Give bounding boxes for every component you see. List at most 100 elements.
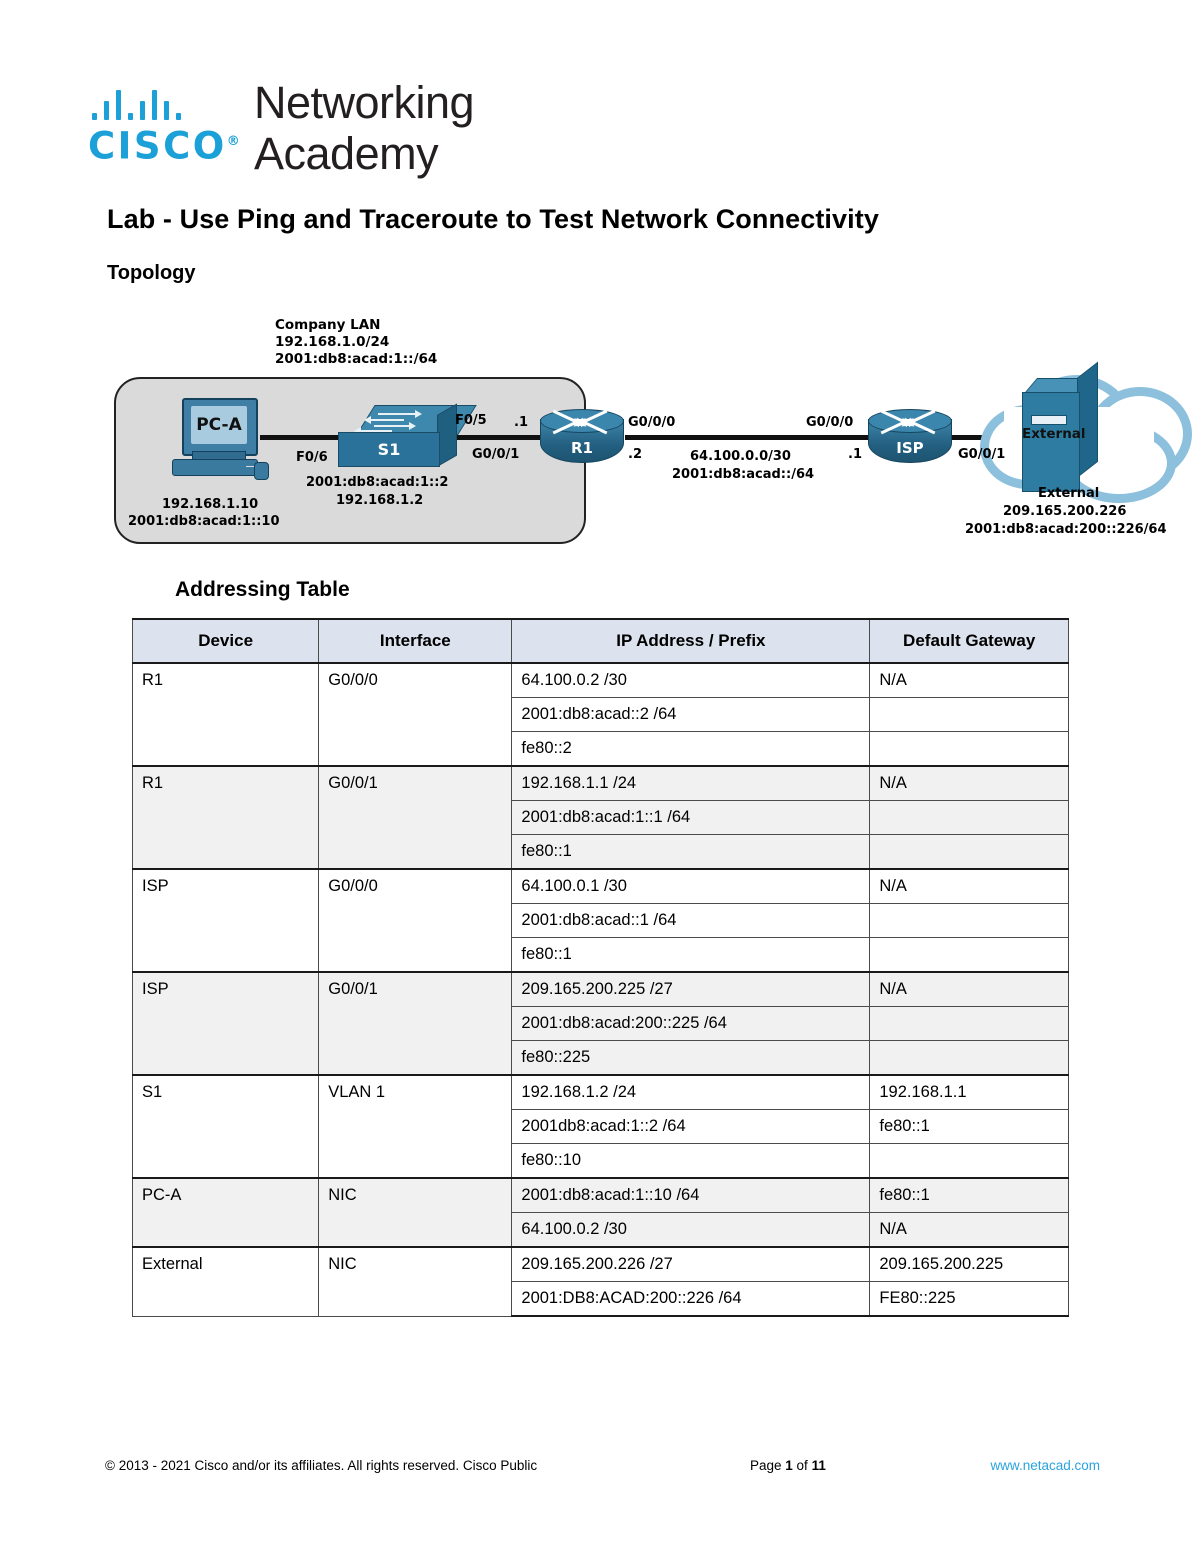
addressing-table-heading: Addressing Table — [175, 578, 350, 601]
cell-default-gateway: fe80::1 — [869, 1109, 1069, 1144]
cell-default-gateway: N/A — [869, 868, 1069, 904]
column-header-ip-address: IP Address / Prefix — [511, 618, 871, 664]
logo-line-academy: Academy — [254, 128, 439, 179]
cell-ip-address: 2001:db8:acad:200::225 /64 — [511, 1006, 871, 1041]
cell-interface: G0/0/0 — [318, 868, 513, 973]
r1-wan-port-label: G0/0/0 — [628, 415, 676, 430]
cell-default-gateway — [869, 834, 1069, 870]
link-pc-to-switch — [260, 435, 350, 440]
page-middle: of — [792, 1458, 812, 1473]
cell-interface: VLAN 1 — [318, 1074, 513, 1179]
isp-wan-port-label: G0/0/0 — [806, 415, 854, 430]
addressing-table-head: Device Interface IP Address / Prefix Def… — [131, 618, 1069, 664]
switch-front-face: S1 — [338, 432, 440, 467]
cell-device: S1 — [131, 1074, 320, 1179]
table-row: 2001:db8:acad:200::225 /64 — [133, 1006, 1069, 1041]
cell-default-gateway: FE80::225 — [869, 1281, 1069, 1317]
external-server-device-icon: External — [1022, 361, 1106, 492]
cell-ip-address: 2001:DB8:ACAD:200::226 /64 — [511, 1281, 871, 1317]
cell-default-gateway — [869, 731, 1069, 767]
column-header-interface: Interface — [318, 618, 513, 664]
cell-ip-address: 2001:db8:acad:1::1 /64 — [511, 800, 871, 835]
pc-a-screen-label: PC-A — [191, 406, 247, 444]
cell-default-gateway: 192.168.1.1 — [869, 1074, 1069, 1110]
switch-arrow-2 — [364, 416, 404, 424]
cell-ip-address: 64.100.0.2 /30 — [511, 662, 871, 698]
cell-default-gateway: N/A — [869, 662, 1069, 698]
cell-ip-address: fe80::1 — [511, 834, 871, 870]
cell-default-gateway: N/A — [869, 1212, 1069, 1248]
cell-default-gateway: 209.165.200.225 — [869, 1246, 1069, 1282]
switch-arrow-1 — [378, 410, 422, 418]
server-ipv4-label: 209.165.200.226 — [1003, 504, 1127, 519]
academy-wordmark: Networking Academy — [254, 77, 475, 179]
link-r1-to-isp — [625, 435, 985, 440]
cell-ip-address: 2001:db8:acad::2 /64 — [511, 697, 871, 732]
pc-monitor: PC-A — [182, 398, 258, 456]
table-row: 2001:db8:acad::2 /64 — [133, 697, 1069, 732]
cell-default-gateway: N/A — [869, 971, 1069, 1007]
cisco-bridge-icon — [88, 86, 240, 120]
table-row: fe80::225 — [133, 1040, 1069, 1076]
cell-default-gateway — [869, 800, 1069, 835]
switch-ipv6-label: 2001:db8:acad:1::2 — [306, 475, 449, 490]
page-title: Lab - Use Ping and Traceroute to Test Ne… — [107, 204, 879, 234]
cell-ip-address: 192.168.1.2 /24 — [511, 1074, 871, 1110]
cell-ip-address: 209.165.200.226 /27 — [511, 1246, 871, 1282]
wan-link-ipv6-label: 2001:db8:acad::/64 — [672, 467, 815, 482]
page-total: 11 — [811, 1458, 826, 1473]
cell-default-gateway — [869, 1040, 1069, 1076]
wan-link-ipv4-label: 64.100.0.0/30 — [690, 449, 791, 464]
cell-default-gateway — [869, 903, 1069, 938]
router-r1-label: R1 — [571, 439, 593, 457]
server-front-face — [1022, 392, 1080, 492]
cell-device: R1 — [131, 662, 320, 767]
addressing-table: Device Interface IP Address / Prefix Def… — [131, 618, 1069, 1317]
lan-ipv6: 2001:db8:acad:1::/64 — [275, 351, 438, 367]
server-side-face — [1077, 361, 1098, 478]
pc-port-f06-label: F0/6 — [296, 450, 328, 465]
router-arrows-icon — [552, 409, 610, 435]
cisco-wordmark-text: CISCO — [88, 124, 227, 168]
cell-default-gateway: N/A — [869, 765, 1069, 801]
table-header-row: Device Interface IP Address / Prefix Def… — [131, 618, 1069, 664]
cisco-networking-academy-logo: CISCO® Networking Academy — [88, 77, 475, 179]
server-drive-slot — [1031, 415, 1067, 425]
cell-ip-address: 209.165.200.225 /27 — [511, 971, 871, 1007]
pc-mouse — [254, 462, 269, 480]
switch-s1-device-icon: S1 — [338, 403, 477, 467]
pc-a-ipv4-label: 192.168.1.10 — [162, 497, 259, 512]
cell-interface: G0/0/0 — [318, 662, 513, 767]
table-row: fe80::1 — [133, 834, 1069, 870]
cell-device: PC-A — [131, 1177, 320, 1248]
page-footer: © 2013 - 2021 Cisco and/or its affiliate… — [105, 1458, 1100, 1473]
switch-arrow-3 — [374, 422, 416, 430]
switch-port-f05-label: F0/5 — [455, 413, 487, 428]
cisco-wordmark: CISCO® — [88, 122, 240, 166]
pc-a-ipv6-label: 2001:db8:acad:1::10 — [128, 514, 280, 529]
cell-device: R1 — [131, 765, 320, 870]
netacad-link[interactable]: www.netacad.com — [990, 1458, 1100, 1473]
company-lan-label: Company LAN 192.168.1.0/24 2001:db8:acad… — [275, 317, 437, 368]
lan-ipv4: 192.168.1.0/24 — [275, 334, 390, 350]
r1-lan-octet-label: .1 — [514, 415, 528, 430]
logo-line-networking: Networking — [254, 77, 475, 128]
isp-wan-octet-label: .1 — [848, 447, 862, 462]
router-isp-label: ISP — [896, 439, 924, 457]
cell-interface: NIC — [318, 1177, 513, 1248]
table-row: 2001:db8:acad::1 /64 — [133, 903, 1069, 938]
footer-page-number: Page 1 of 11 — [750, 1458, 826, 1473]
cisco-logo-mark: CISCO® — [88, 80, 240, 166]
server-badge-label: External — [1022, 426, 1086, 442]
router-isp-device-icon: ISP — [868, 409, 952, 467]
table-row: 2001:db8:acad:1::1 /64 — [133, 800, 1069, 835]
router-arrows-icon — [880, 409, 938, 435]
